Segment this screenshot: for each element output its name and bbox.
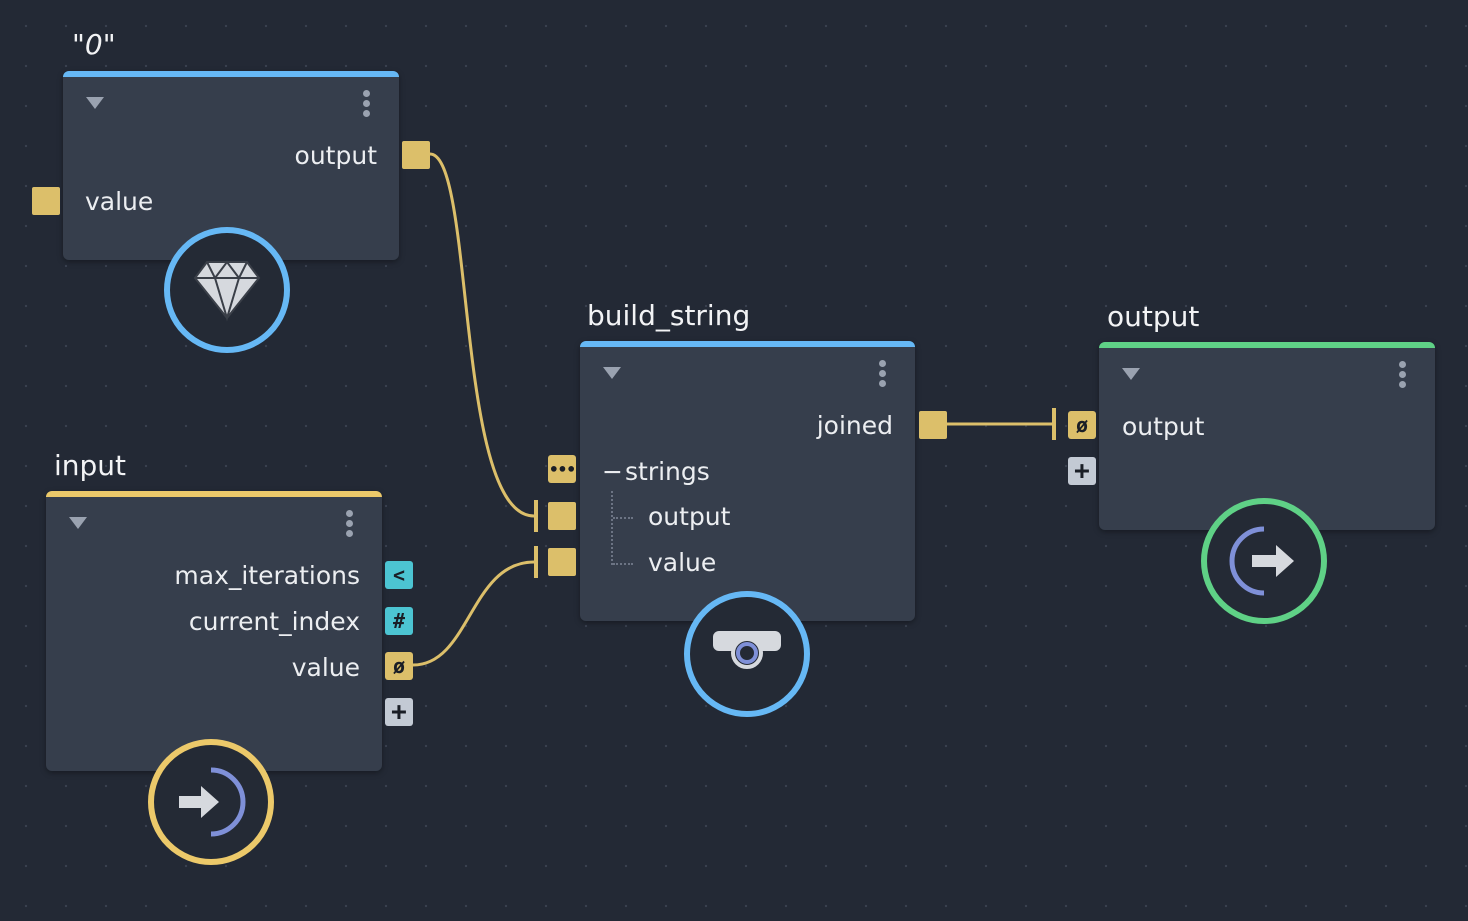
max-iterations-port[interactable]: < (385, 561, 413, 589)
value-label: value (291, 653, 360, 682)
constant-node-title: "0" (72, 28, 116, 61)
enter-arrow-icon (179, 767, 246, 837)
tree-branch-line (613, 517, 633, 519)
strings-value-input-port[interactable] (548, 548, 576, 576)
constant-output-port[interactable] (402, 141, 430, 169)
tree-branch-line (613, 563, 633, 565)
node-menu-kebab-icon[interactable] (363, 90, 371, 120)
add-input-button[interactable]: + (1068, 456, 1096, 486)
node-menu-kebab-icon[interactable] (1399, 361, 1407, 391)
input-node-title: input (54, 449, 127, 482)
strings-list-port[interactable]: ••• (548, 455, 576, 483)
exit-arrow-icon (1229, 526, 1294, 596)
strings-output-input-port[interactable] (548, 502, 576, 530)
constant-node-icon-badge[interactable] (164, 227, 290, 353)
collapse-triangle-icon[interactable] (1122, 368, 1140, 380)
current-index-label: current_index (188, 607, 360, 636)
tree-guide-line (611, 491, 613, 565)
value-port[interactable]: ø (385, 652, 413, 680)
connection-bracket (534, 546, 538, 578)
node-accent-bar (63, 71, 399, 77)
output-label: output (294, 141, 377, 170)
input-node[interactable]: max_iterations current_index value (46, 491, 382, 771)
output-input-label: output (1122, 412, 1205, 441)
collapse-triangle-icon[interactable] (603, 367, 621, 379)
output-input-port[interactable]: ø (1068, 411, 1096, 439)
input-node-icon-badge[interactable] (148, 739, 274, 865)
strings-item-output-label: output (648, 502, 731, 531)
wire-input-value-to-build-string (412, 560, 535, 667)
collapse-triangle-icon[interactable] (86, 97, 104, 109)
node-menu-kebab-icon[interactable] (879, 360, 887, 390)
node-accent-bar (580, 341, 915, 347)
max-iterations-label: max_iterations (174, 561, 360, 590)
current-index-port[interactable]: # (385, 607, 413, 635)
joined-label: joined (816, 411, 893, 440)
value-label: value (85, 187, 154, 216)
wire-constant-to-build-string (429, 152, 535, 518)
toggle-switch-icon (713, 631, 781, 669)
connection-bracket (1052, 408, 1056, 440)
build-string-node-icon-badge[interactable] (684, 591, 810, 717)
collapse-triangle-icon[interactable] (69, 517, 87, 529)
output-node-title: output (1107, 300, 1200, 333)
build-string-node-title: build_string (587, 299, 751, 332)
output-node-icon-badge[interactable] (1201, 498, 1327, 624)
strings-item-value-label: value (648, 548, 717, 577)
node-accent-bar (46, 491, 382, 497)
joined-output-port[interactable] (919, 411, 947, 439)
build-string-node[interactable]: joined − strings output value (580, 341, 915, 621)
node-accent-bar (1099, 342, 1435, 348)
diamond-icon (193, 260, 261, 322)
connection-bracket (534, 500, 538, 532)
constant-node[interactable]: output value (63, 71, 399, 260)
strings-group-label: strings (625, 457, 710, 486)
constant-value-input-port[interactable] (32, 187, 60, 215)
strings-group-toggle[interactable]: − (602, 457, 623, 486)
node-menu-kebab-icon[interactable] (346, 510, 354, 540)
add-output-button[interactable]: + (385, 697, 413, 727)
